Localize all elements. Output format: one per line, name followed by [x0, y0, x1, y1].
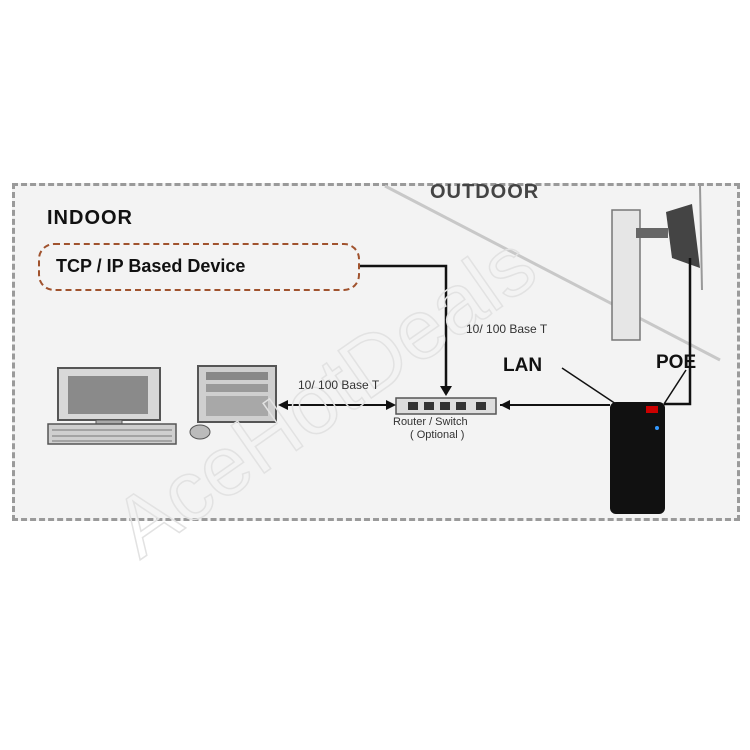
poe-injector-icon [610, 402, 665, 514]
base-t-lower-label: 10/ 100 Base T [298, 378, 380, 392]
tcp-device-label: TCP / IP Based Device [56, 256, 246, 276]
router-switch-icon [395, 397, 497, 415]
outdoor-label: OUTDOOR [430, 181, 540, 203]
router-optional-label: ( Optional ) [410, 429, 465, 441]
poe-label: POE [656, 352, 697, 373]
computer-monitor-icon [57, 367, 161, 427]
arrow-icon [440, 386, 452, 396]
keyboard-icon [47, 423, 177, 445]
router-label: Router / Switch [393, 416, 468, 428]
poe-pointer [663, 369, 687, 405]
tcp-device-box [38, 243, 360, 291]
tcp-to-router-line [360, 264, 448, 394]
mouse-icon [189, 424, 211, 440]
arrow-icon [386, 400, 396, 410]
outdoor-divider [384, 184, 721, 362]
poe-to-antenna-line [664, 258, 692, 406]
arrow-icon [278, 400, 288, 410]
lan-pointer [561, 367, 617, 405]
indoor-label: INDOOR [47, 207, 133, 229]
server-tower-icon [197, 365, 277, 423]
arrow-icon [500, 400, 510, 410]
antenna-mast-icon [611, 185, 703, 341]
lan-label: LAN [503, 355, 543, 376]
base-t-upper-label: 10/ 100 Base T [466, 322, 548, 336]
